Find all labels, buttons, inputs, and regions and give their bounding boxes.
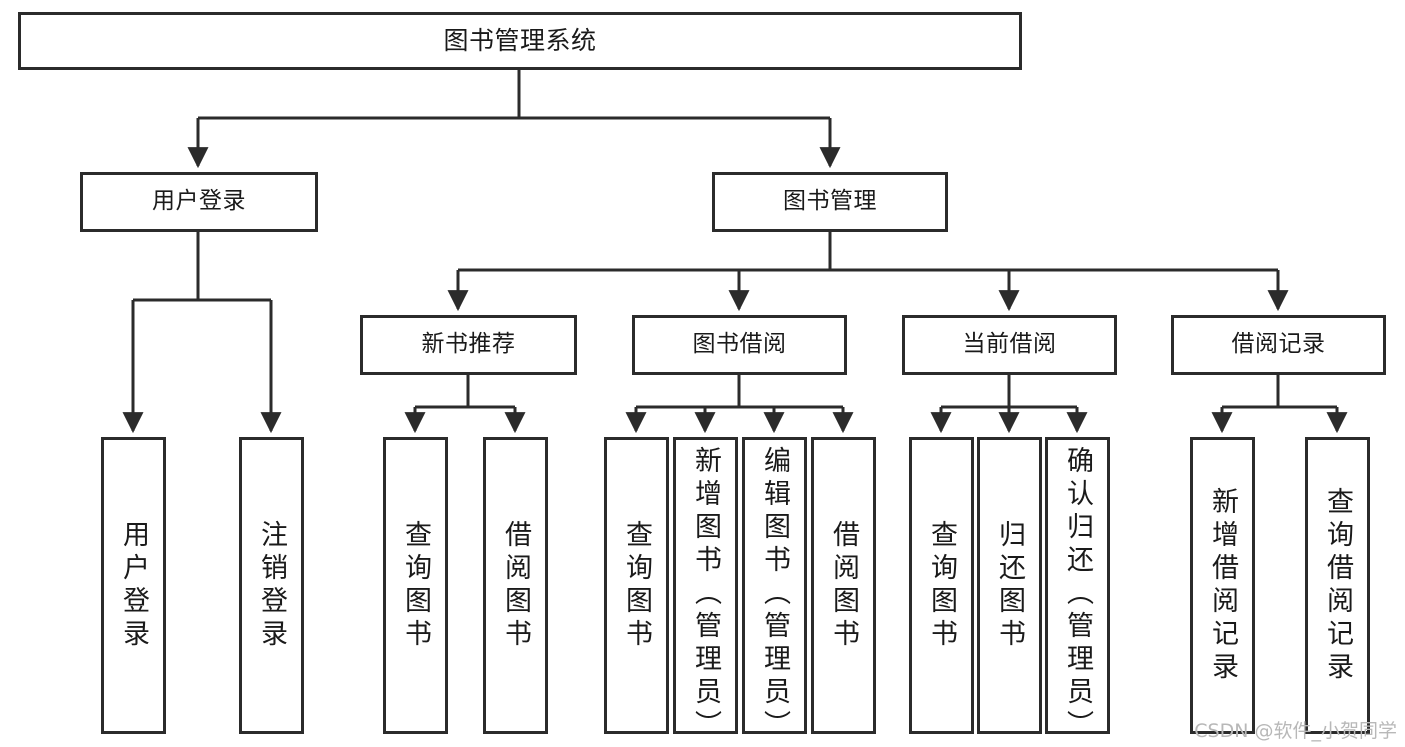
leaf-query-record-label: 查询借阅记录 [1322,486,1353,685]
node-root-label: 图书管理系统 [443,26,597,56]
leaf-user-login[interactable]: 用户登录 [101,437,166,734]
node-current-borrow[interactable]: 当前借阅 [902,315,1117,375]
leaf-add-book[interactable]: 新增图书（管理员） [673,437,738,743]
leaf-query-record[interactable]: 查询借阅记录 [1305,437,1370,734]
leaf-edit-book[interactable]: 编辑图书（管理员） [742,437,807,743]
leaf-confirm-return-label: 确认归还（管理员） [1062,446,1093,743]
watermark-text: CSDN @软件_小贺同学 [1194,720,1397,742]
leaf-query-book-a[interactable]: 查询图书 [383,437,448,734]
leaf-logout[interactable]: 注销登录 [239,437,304,734]
node-book-borrow[interactable]: 图书借阅 [632,315,847,375]
leaf-borrow-book-a[interactable]: 借阅图书 [483,437,548,734]
leaf-confirm-return[interactable]: 确认归还（管理员） [1045,437,1110,743]
leaf-return-book[interactable]: 归还图书 [977,437,1042,734]
node-borrow-record-label: 借阅记录 [1231,331,1326,358]
node-new-book-recommend[interactable]: 新书推荐 [360,315,577,375]
node-user-login[interactable]: 用户登录 [80,172,318,232]
node-book-manage[interactable]: 图书管理 [712,172,948,232]
leaf-edit-book-label: 编辑图书（管理员） [759,446,790,743]
node-root[interactable]: 图书管理系统 [18,12,1022,70]
leaf-query-book-b-label: 查询图书 [621,519,652,652]
node-current-borrow-label: 当前借阅 [962,331,1057,358]
leaf-query-book-a-label: 查询图书 [400,519,431,652]
node-borrow-record[interactable]: 借阅记录 [1171,315,1386,375]
leaf-query-book-c[interactable]: 查询图书 [909,437,974,734]
node-book-manage-label: 图书管理 [783,188,877,215]
node-user-login-label: 用户登录 [152,188,246,215]
leaf-add-book-label: 新增图书（管理员） [690,446,721,743]
leaf-query-book-b[interactable]: 查询图书 [604,437,669,734]
leaf-borrow-book-b-label: 借阅图书 [828,519,859,652]
leaf-borrow-book-a-label: 借阅图书 [500,519,531,652]
leaf-user-login-label: 用户登录 [118,519,149,652]
leaf-return-book-label: 归还图书 [994,519,1025,652]
node-book-borrow-label: 图书借阅 [692,331,787,358]
leaf-logout-label: 注销登录 [256,519,287,652]
leaf-borrow-book-b[interactable]: 借阅图书 [811,437,876,734]
node-new-book-recommend-label: 新书推荐 [421,331,516,358]
leaf-add-record[interactable]: 新增借阅记录 [1190,437,1255,734]
leaf-add-record-label: 新增借阅记录 [1207,486,1238,685]
leaf-query-book-c-label: 查询图书 [926,519,957,652]
